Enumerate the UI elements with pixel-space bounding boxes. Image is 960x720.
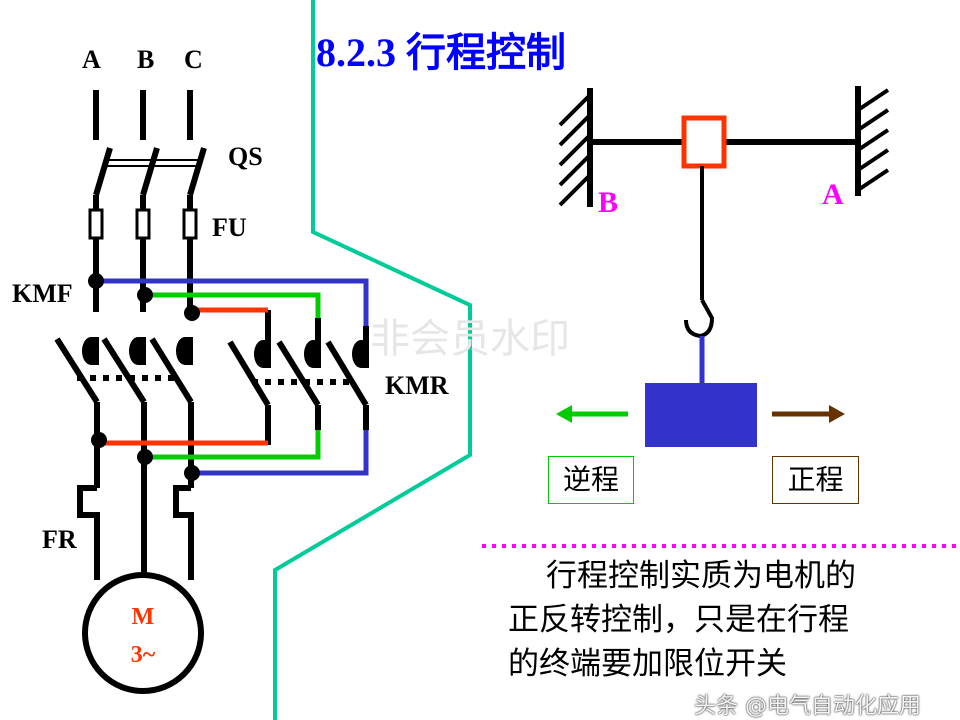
qs-label: QS (228, 142, 263, 171)
kmr-label: KMR (385, 371, 449, 400)
junction-dots (88, 273, 200, 481)
description-line: 正反转控制，只是在行程 (508, 602, 849, 638)
reverse-label: 逆程 (548, 456, 634, 504)
load-block (645, 383, 757, 447)
left-arrow-icon (556, 405, 628, 423)
phase-b-label: B (137, 45, 154, 74)
forward-label: 正程 (772, 456, 859, 504)
description: 行程控制实质为电机的 正反转控制，只是在行程 的终端要加限位开关 (508, 554, 928, 686)
stop-a-label: A (822, 178, 844, 211)
blue-wire-top (96, 278, 369, 326)
phase-c-label: C (184, 45, 203, 74)
main-circuit (54, 90, 369, 580)
blue-wire-bottom (192, 430, 369, 476)
page-title: 8.2.3 行程控制 (316, 30, 566, 75)
right-wall (855, 86, 890, 196)
description-line: 行程控制实质为电机的 (546, 558, 856, 594)
fr-label: FR (42, 525, 77, 554)
motor-phase-label: 3~ (131, 642, 156, 668)
trolley (681, 115, 727, 169)
left-wall (558, 88, 593, 207)
right-arrow-icon (772, 405, 845, 423)
center-watermark: 非会员水印 (370, 316, 570, 362)
motor-label: M (132, 604, 155, 630)
green-wire-bottom (145, 430, 321, 460)
contact-heads (82, 337, 369, 368)
divider-line (273, 0, 472, 720)
stop-b-label: B (598, 186, 618, 219)
green-wire-top (145, 292, 321, 318)
kmf-label: KMF (12, 279, 73, 308)
description-line: 的终端要加限位开关 (508, 646, 787, 682)
hook-icon (684, 299, 715, 339)
corner-watermark: 头条 @电气自动化应用 (694, 694, 921, 719)
motor (82, 572, 204, 694)
phase-a-label: A (82, 45, 101, 74)
fu-label: FU (212, 213, 247, 242)
